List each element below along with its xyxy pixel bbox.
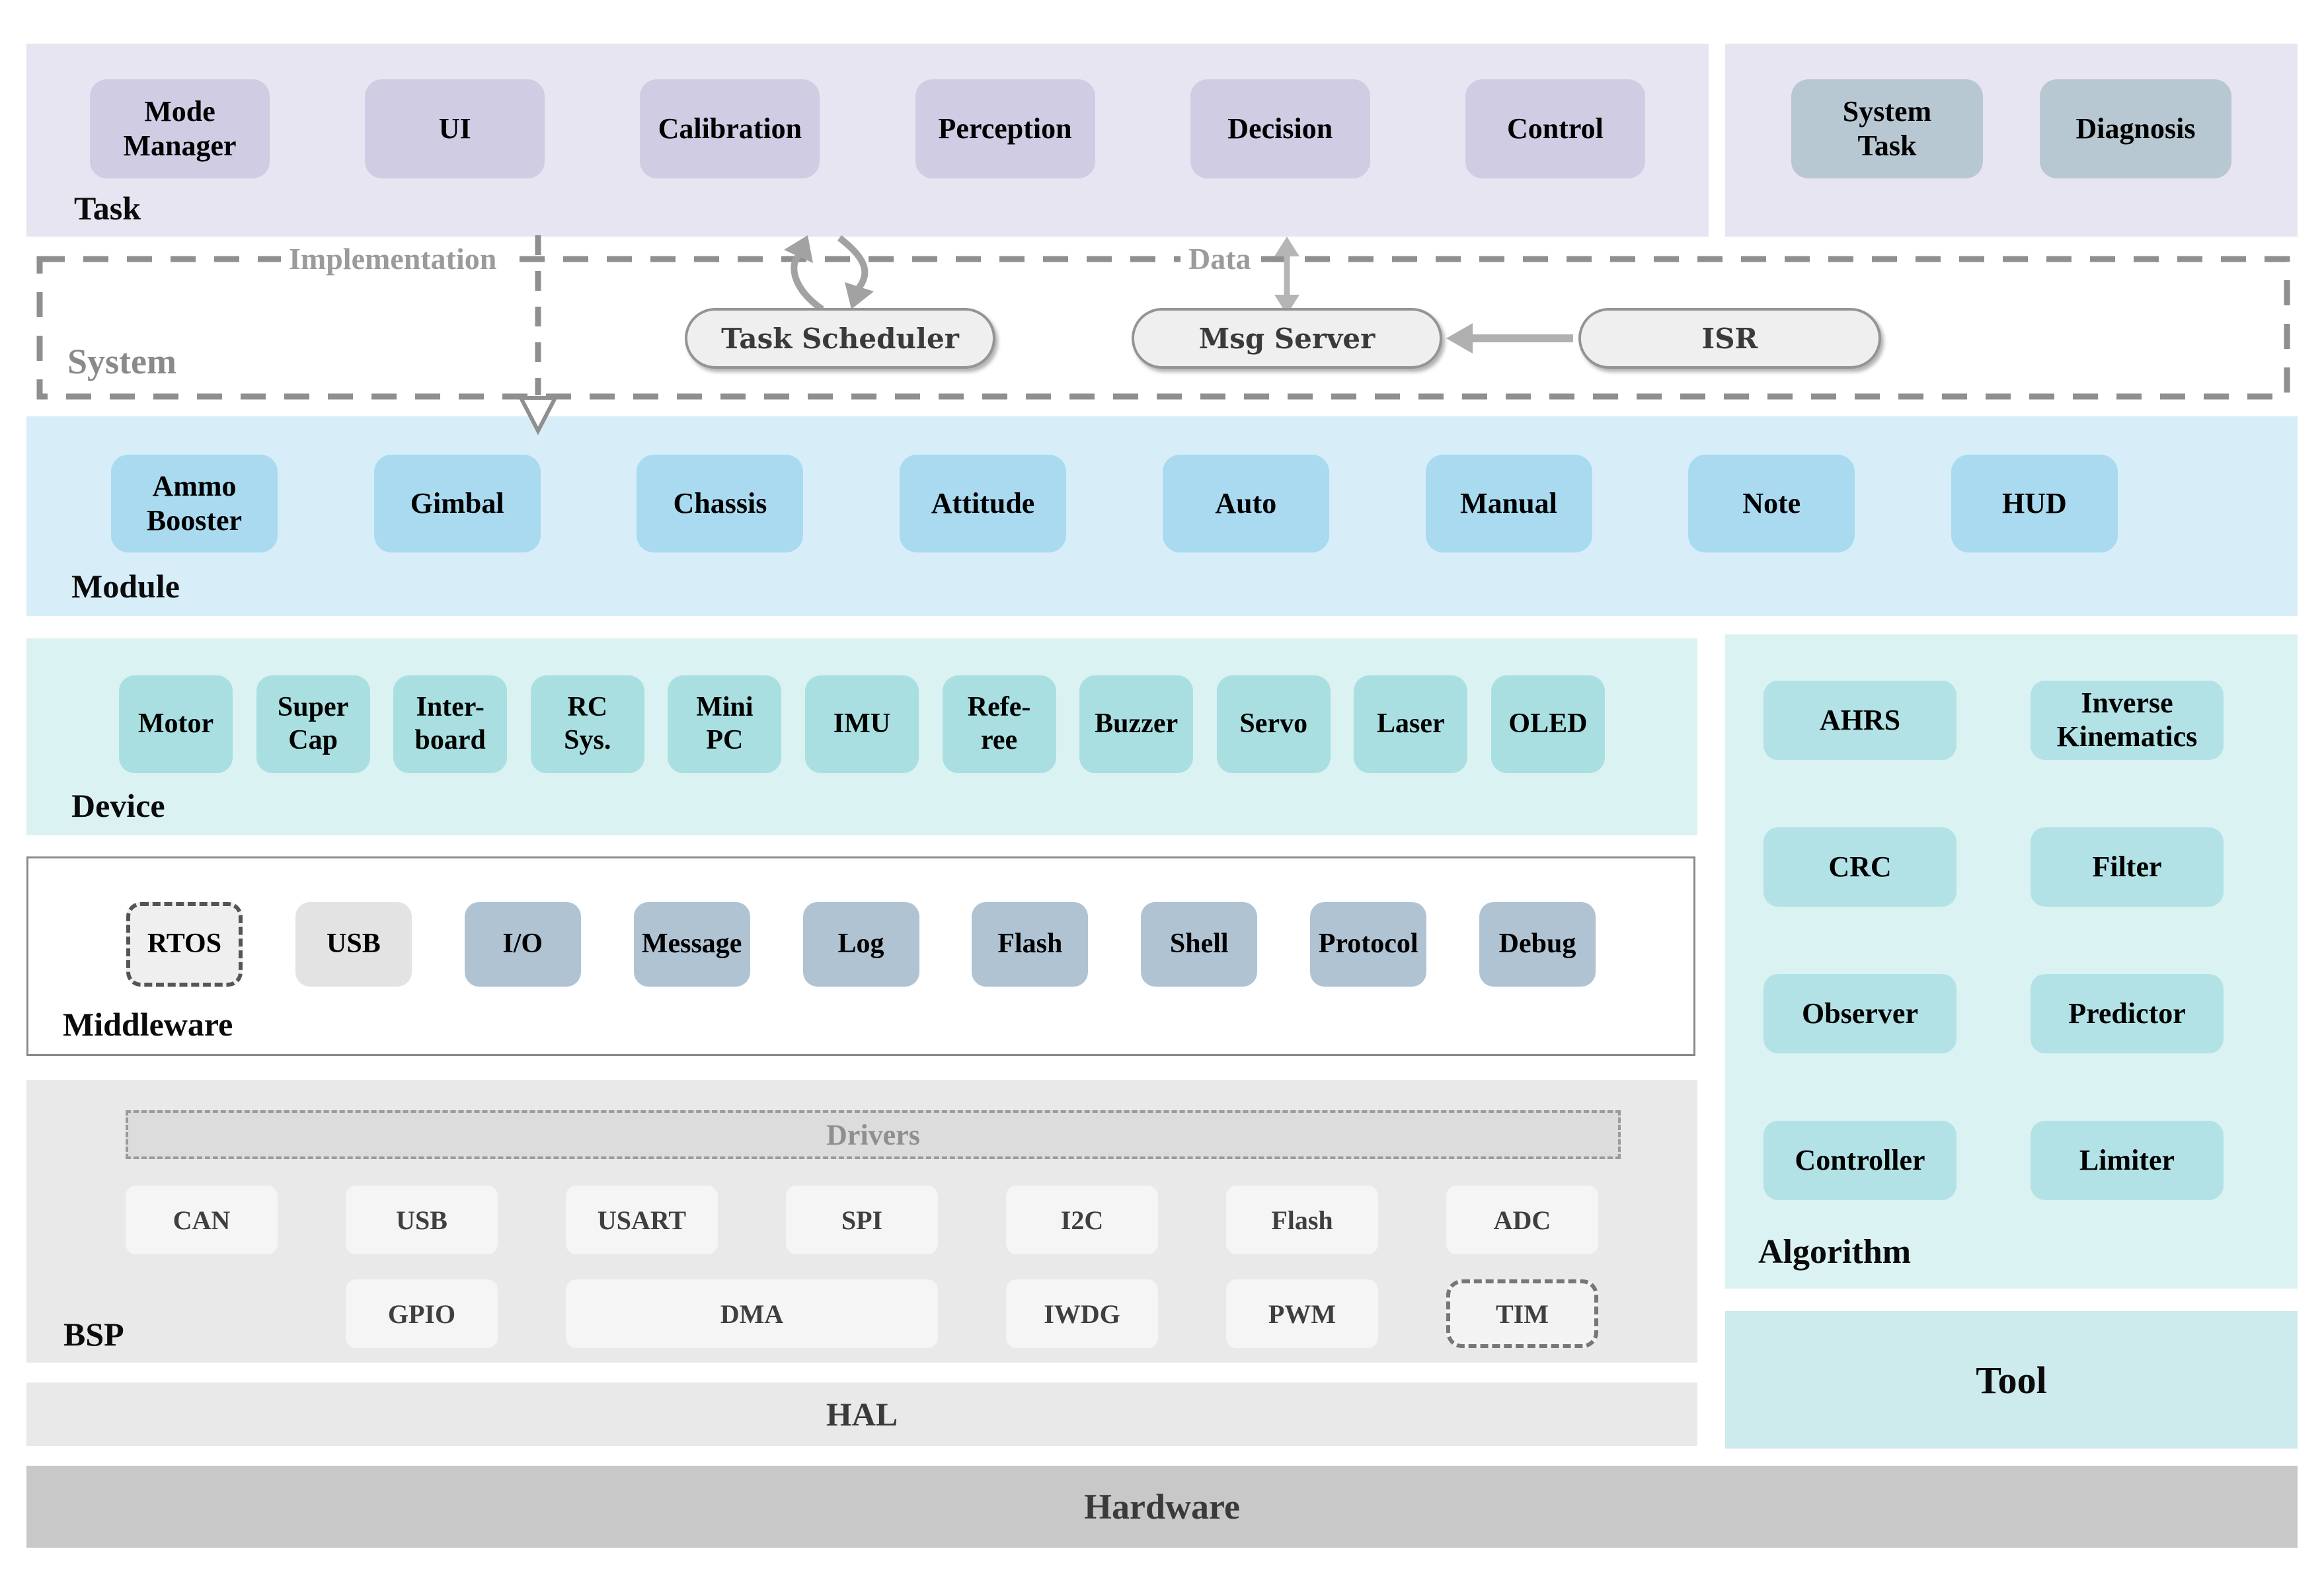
device-box-referee: Refe- ree bbox=[942, 675, 1056, 773]
bsp-box-usb: USB bbox=[346, 1186, 498, 1254]
task-box-system-task: System Task bbox=[1791, 79, 1983, 178]
device-box-servo: Servo bbox=[1216, 675, 1331, 773]
device-box-buzzer: Buzzer bbox=[1079, 675, 1194, 773]
msg-server-node: Msg Server bbox=[1132, 308, 1442, 369]
tool-panel: Tool bbox=[1725, 1311, 2298, 1449]
hardware-layer-bar: Hardware bbox=[26, 1466, 2298, 1548]
module-box-note: Note bbox=[1688, 455, 1855, 552]
module-box-auto: Auto bbox=[1162, 455, 1329, 552]
device-box-imu: IMU bbox=[804, 675, 919, 773]
algorithm-box-predictor: Predictor bbox=[2031, 974, 2224, 1053]
task-layer-title: Task bbox=[74, 190, 141, 227]
middleware-box-io: I/O bbox=[464, 902, 581, 987]
bsp-row-1: CAN USB USART SPI I2C Flash ADC bbox=[26, 1186, 1697, 1254]
device-box-super-cap: Super Cap bbox=[256, 675, 370, 773]
bsp-box-spi: SPI bbox=[786, 1186, 938, 1254]
middleware-box-debug: Debug bbox=[1479, 902, 1596, 987]
task-box-row: Mode Manager UI Calibration Perception D… bbox=[26, 79, 1709, 178]
hal-layer-bar: HAL bbox=[26, 1382, 1697, 1446]
middleware-box-protocol: Protocol bbox=[1310, 902, 1427, 987]
system-layer-title: System bbox=[67, 342, 176, 381]
algorithm-box-controller: Controller bbox=[1763, 1121, 1956, 1200]
middleware-box-rtos: RTOS bbox=[126, 902, 243, 987]
task-box-ui: UI bbox=[365, 79, 545, 178]
bsp-box-pwm: PWM bbox=[1226, 1279, 1378, 1348]
task-layer-panel: Mode Manager UI Calibration Perception D… bbox=[26, 44, 1709, 237]
middleware-box-shell: Shell bbox=[1141, 902, 1258, 987]
task-side-panel: System Task Diagnosis bbox=[1725, 44, 2298, 237]
bsp-box-usart: USART bbox=[566, 1186, 718, 1254]
module-layer-panel: Ammo Booster Gimbal Chassis Attitude Aut… bbox=[26, 416, 2298, 616]
module-box-row: Ammo Booster Gimbal Chassis Attitude Aut… bbox=[26, 455, 2298, 552]
middleware-box-usb: USB bbox=[295, 902, 412, 987]
task-box-calibration: Calibration bbox=[640, 79, 820, 178]
algorithm-box-inverse-kinematics: Inverse Kinematics bbox=[2031, 681, 2224, 760]
bsp-box-flash: Flash bbox=[1226, 1186, 1378, 1254]
device-box-interboard: Inter- board bbox=[393, 675, 508, 773]
device-box-oled: OLED bbox=[1491, 675, 1605, 773]
task-box-mode-manager: Mode Manager bbox=[90, 79, 270, 178]
drivers-group-box: Drivers bbox=[126, 1110, 1621, 1159]
algorithm-box-observer: Observer bbox=[1763, 974, 1956, 1053]
middleware-box-flash: Flash bbox=[972, 902, 1089, 987]
device-box-mini-pc: Mini PC bbox=[668, 675, 782, 773]
middleware-layer-panel: RTOS USB I/O Message Log Flash Shell Pro… bbox=[26, 856, 1695, 1056]
algorithm-box-ahrs: AHRS bbox=[1763, 681, 1956, 760]
task-scheduler-node: Task Scheduler bbox=[685, 308, 995, 369]
module-box-gimbal: Gimbal bbox=[373, 455, 541, 552]
algorithm-box-limiter: Limiter bbox=[2031, 1121, 2224, 1200]
algorithm-box-filter: Filter bbox=[2031, 827, 2224, 907]
bsp-layer-title: BSP bbox=[63, 1316, 124, 1353]
device-box-motor: Motor bbox=[119, 675, 233, 773]
bsp-box-tim: TIM bbox=[1446, 1279, 1598, 1348]
task-box-perception: Perception bbox=[915, 79, 1095, 178]
middleware-box-row: RTOS USB I/O Message Log Flash Shell Pro… bbox=[28, 902, 1693, 987]
data-label: Data bbox=[1181, 239, 1259, 279]
bsp-box-adc: ADC bbox=[1446, 1186, 1598, 1254]
middleware-layer-title: Middleware bbox=[63, 1006, 233, 1043]
bsp-box-gpio: GPIO bbox=[346, 1279, 498, 1348]
task-box-decision: Decision bbox=[1190, 79, 1370, 178]
algorithm-panel: AHRS Inverse Kinematics CRC Filter Obser… bbox=[1725, 634, 2298, 1289]
bsp-layer-panel: Drivers CAN USB USART SPI I2C Flash ADC … bbox=[26, 1080, 1697, 1363]
algorithm-panel-title: Algorithm bbox=[1758, 1233, 1912, 1271]
module-box-attitude: Attitude bbox=[900, 455, 1067, 552]
module-box-hud: HUD bbox=[1951, 455, 2118, 552]
device-layer-title: Device bbox=[71, 787, 165, 824]
module-box-ammo-booster: Ammo Booster bbox=[111, 455, 278, 552]
module-box-chassis: Chassis bbox=[637, 455, 804, 552]
device-box-row: Motor Super Cap Inter- board RC Sys. Min… bbox=[26, 675, 1697, 773]
bsp-box-can: CAN bbox=[126, 1186, 278, 1254]
bsp-box-dma: DMA bbox=[566, 1279, 938, 1348]
algorithm-box-grid: AHRS Inverse Kinematics CRC Filter Obser… bbox=[1763, 681, 2224, 1200]
implementation-label: Implementation bbox=[281, 239, 505, 279]
module-layer-title: Module bbox=[71, 568, 180, 605]
task-side-row: System Task Diagnosis bbox=[1725, 79, 2298, 178]
middleware-box-message: Message bbox=[633, 902, 750, 987]
device-box-laser: Laser bbox=[1354, 675, 1468, 773]
middleware-box-log: Log bbox=[802, 902, 919, 987]
module-box-manual: Manual bbox=[1425, 455, 1592, 552]
isr-node: ISR bbox=[1578, 308, 1881, 369]
device-box-rc-sys: RC Sys. bbox=[530, 675, 644, 773]
task-box-diagnosis: Diagnosis bbox=[2040, 79, 2231, 178]
algorithm-box-crc: CRC bbox=[1763, 827, 1956, 907]
bsp-box-iwdg: IWDG bbox=[1006, 1279, 1158, 1348]
bsp-row-2: GPIO DMA IWDG PWM TIM bbox=[26, 1279, 1697, 1348]
task-box-control: Control bbox=[1465, 79, 1645, 178]
bsp-box-i2c: I2C bbox=[1006, 1186, 1158, 1254]
device-layer-panel: Motor Super Cap Inter- board RC Sys. Min… bbox=[26, 638, 1697, 835]
